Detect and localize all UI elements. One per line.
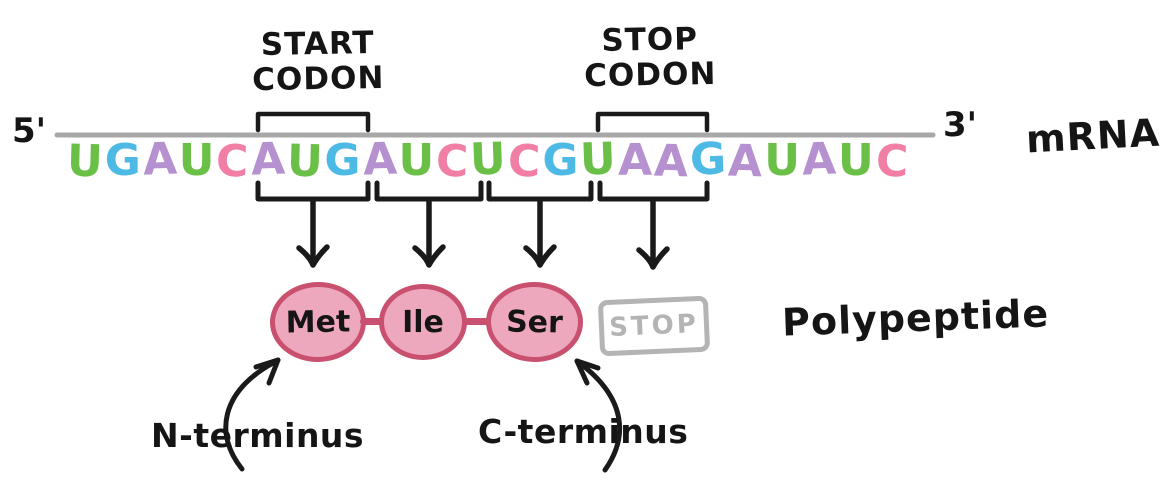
nucleotide-C: C [215,135,250,188]
nucleotide-U: U [837,135,874,186]
nucleotide-A: A [618,135,653,186]
codon-arrow-3 [523,197,557,268]
nucleotide-G: G [689,133,728,186]
peptide-bond-2 [463,318,490,325]
nucleotide-A: A [727,135,764,188]
c-terminus-label: C-terminus [478,412,689,451]
polypeptide-label: Polypeptide [781,291,1050,345]
nucleotide-G: G [324,135,361,186]
start-codon-label-line2: CODON [251,59,385,99]
nucleotide-C: C [875,135,909,188]
nucleotide-U: U [178,135,215,186]
codon-arrow-1 [296,197,330,268]
stop-signal-label: STOP [608,309,700,343]
nucleotide-U: U [286,135,324,188]
nucleotide-U: U [66,135,104,188]
nucleotide-U: U [579,133,618,186]
nucleotide-C: C [435,135,470,188]
stop-codon-label-line1: STOP [601,21,699,59]
nucleotide-A: A [801,133,837,186]
peptide-bond-1 [360,318,384,325]
start-codon-bracket [255,111,371,133]
nucleotide-C: C [507,135,542,188]
codon-arrow-2 [412,197,446,268]
nucleotide-A: A [361,133,398,186]
stop-codon-label-line2: CODON [583,55,717,95]
residue-ile: Ile [379,284,467,360]
nucleotide-U: U [469,133,508,186]
nucleotide-G: G [104,135,141,186]
stop-codon-label: STOP CODON [567,21,732,95]
n-terminus-label: N-terminus [151,416,365,455]
nucleotide-U: U [764,135,801,186]
start-codon-label-line1: START [260,25,375,63]
nucleotide-A: A [141,133,178,186]
mrna-label: mRNA [1024,110,1162,162]
three-prime-label: 3' [943,105,978,145]
n-terminus-arrow [223,357,281,472]
nucleotide-U: U [398,135,435,186]
codon-arrow-4 [636,197,670,270]
nucleotide-G: G [542,135,579,186]
nucleotide-A: A [249,133,286,186]
stop-codon-bracket [595,111,710,133]
stop-signal-box: STOP [597,295,711,357]
c-terminus-arrow [574,358,623,473]
five-prime-label: 5' [12,111,47,151]
start-codon-label: START CODON [235,25,400,99]
nucleotide-A: A [653,135,689,188]
